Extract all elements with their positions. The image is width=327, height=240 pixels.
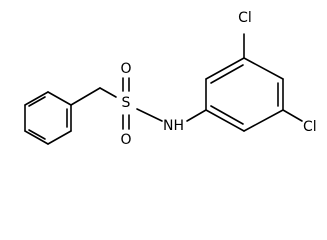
nitrogen-to-ring-bond <box>186 109 207 122</box>
chlorine-right-atom-label: Cl <box>303 119 317 135</box>
sulfur-to-nitrogen-bond <box>136 108 163 122</box>
phenyl-bond-3 <box>47 130 72 145</box>
nh-atom-label: NH <box>163 118 184 134</box>
sulfur-atom-label: S <box>122 95 131 111</box>
aryl-double-bond-3 <box>210 105 244 125</box>
oxygen-top-atom-label: O <box>120 61 131 77</box>
aryl-bond-2 <box>205 57 245 80</box>
phenyl-bond-4 <box>24 130 49 145</box>
ring-to-ch2-bond <box>70 87 101 106</box>
ch2-to-sulfur-bond <box>99 87 117 98</box>
phenyl-double-bond-2 <box>28 129 46 140</box>
phenyl-bond-1 <box>47 91 72 106</box>
aryl-bond-3 <box>243 57 284 80</box>
chemical-structure: S O O NH Cl Cl <box>24 10 317 148</box>
chlorine-top-atom-label: Cl <box>238 10 252 26</box>
ring-to-chlorine-right-bond <box>282 109 303 122</box>
oxygen-bottom-atom-label: O <box>120 132 131 148</box>
aryl-bond-5 <box>243 109 284 132</box>
aryl-double-bond-1 <box>210 64 244 84</box>
dichlorophenyl-ring <box>205 57 284 132</box>
phenyl-double-bond-3 <box>28 96 46 107</box>
phenyl-bond-6 <box>24 91 49 106</box>
phenyl-ring <box>24 91 72 145</box>
aryl-bond-6 <box>205 109 245 132</box>
